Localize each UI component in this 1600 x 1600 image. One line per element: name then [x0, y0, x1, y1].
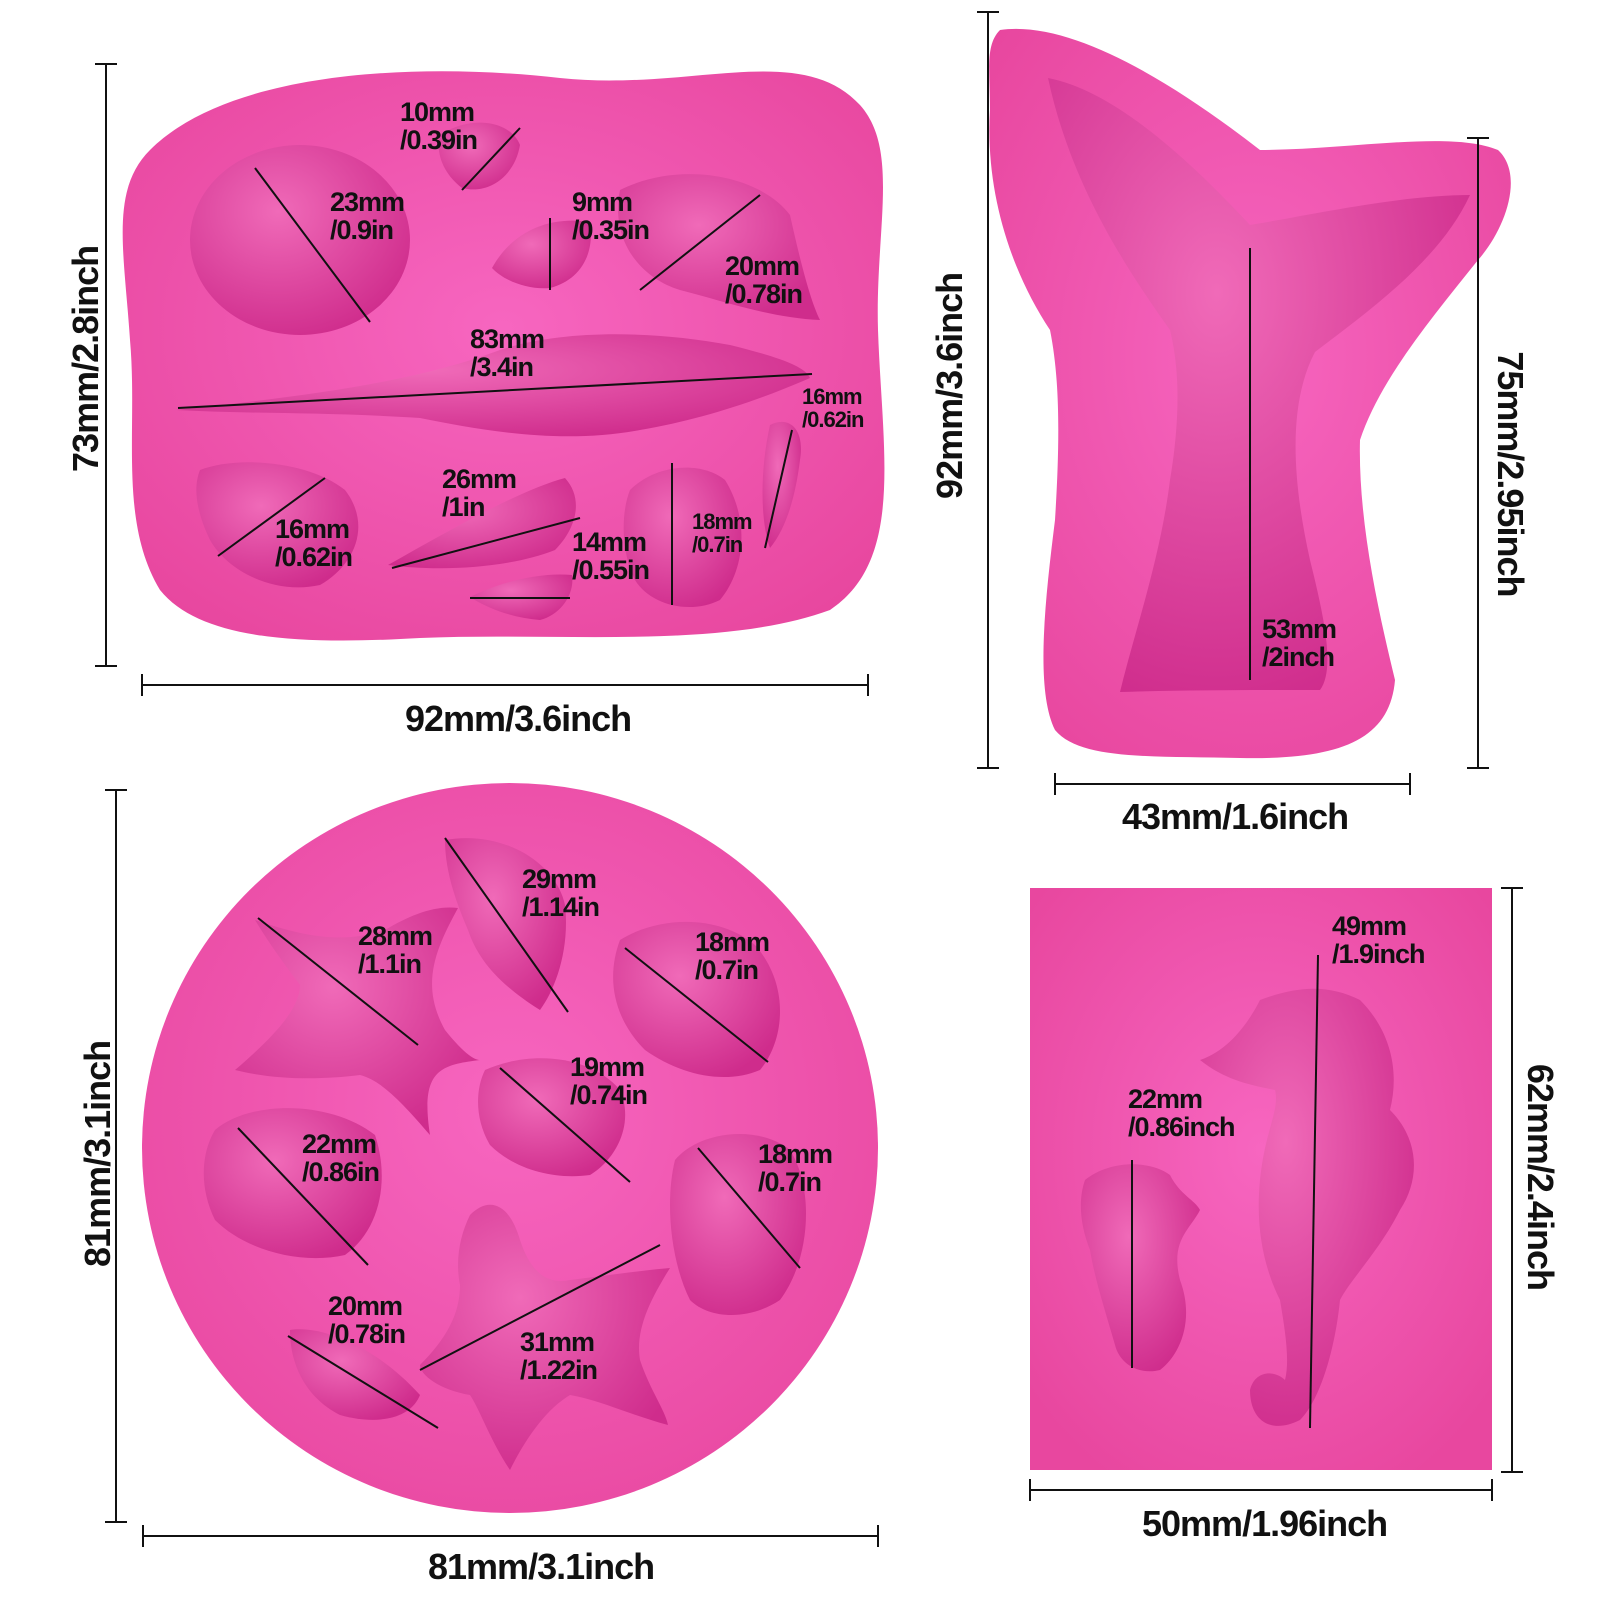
long-auger-shell-cavity — [176, 334, 810, 437]
round-mold-measure-lines — [105, 789, 879, 1547]
small-conch-cavity — [438, 122, 520, 190]
round-snail-cavity — [623, 467, 742, 608]
seahorse-mold-measure-lines — [1029, 887, 1523, 1501]
cavity-label-nautilus: 18mm/0.7in — [758, 1139, 833, 1198]
cavity-label-small-cone: 9mm/0.35in — [572, 187, 650, 246]
cavity-label-scallop: 23mm/0.9in — [330, 187, 405, 246]
cavity-label-mermaid-tail: 53mm/2inch — [1262, 614, 1337, 673]
cavity-label-scallop-center: 19mm/0.74in — [570, 1052, 648, 1111]
cavity-label-narrow-cone: 14mm/0.55in — [572, 527, 650, 586]
tail-mold-measure-lines — [977, 11, 1489, 795]
cavity-label-round-snail: 18mm/0.7in — [692, 509, 753, 558]
shell-mold-measure-lines — [177, 127, 813, 605]
tail-mold-width-label: 43mm/1.6inch — [1122, 796, 1349, 837]
mermaid-tail-cavity — [1048, 78, 1470, 692]
cavity-label-fan-shell: 29mm/1.14in — [522, 864, 600, 923]
cavity-label-conch: 10mm/0.39in — [400, 97, 478, 156]
cavity-label-clam: 22mm/0.86in — [302, 1129, 380, 1188]
round-mold-width-label: 81mm/3.1inch — [428, 1546, 655, 1587]
cavity-label-starfish-bottom: 31mm/1.22in — [520, 1327, 598, 1386]
seahorse-mold-width-label: 50mm/1.96inch — [1142, 1503, 1388, 1544]
clam-cavity-left — [203, 1108, 382, 1259]
spiral-shell-cavity — [618, 174, 820, 320]
seahorse-mold — [1029, 887, 1523, 1501]
shell-mold — [95, 63, 885, 696]
seahorse-mold-height-label: 62mm/2.4inch — [1519, 1063, 1561, 1290]
tail-mold-inner-height-label: 75mm/2.95inch — [1489, 351, 1531, 597]
shell-mold-width-label: 92mm/3.6inch — [405, 698, 632, 739]
tail-mold — [977, 11, 1511, 795]
turret-shell-cavity — [388, 478, 576, 569]
cavity-label-slim: 16mm/0.62in — [802, 384, 864, 433]
large-seahorse-cavity — [1200, 988, 1414, 1426]
cavity-label-spiral: 20mm/0.78in — [725, 251, 803, 310]
tail-mold-height-label: 92mm/3.6inch — [929, 272, 971, 499]
cavity-label-large-seahorse: 49mm/1.9inch — [1332, 911, 1426, 970]
starfish-cavity-bottom — [420, 1204, 670, 1470]
tulip-shell-cavity — [196, 462, 359, 588]
cavity-label-small-seahorse: 22mm/0.86inch — [1128, 1084, 1236, 1143]
cavity-label-tulip: 16mm/0.62in — [275, 514, 353, 573]
scallop-shell-cavity — [190, 145, 410, 335]
shell-mold-dimension-lines — [95, 63, 869, 696]
round-mold — [105, 783, 879, 1547]
cavity-label-starfish-top: 28mm/1.1in — [358, 921, 433, 980]
round-mold-height-label: 81mm/3.1inch — [77, 1040, 119, 1267]
starfish-cavity-top — [235, 907, 480, 1135]
cavity-label-ammonite: 18mm/0.7in — [695, 927, 770, 986]
shell-mold-height-label: 73mm/2.8inch — [65, 245, 107, 472]
cavity-label-auger: 83mm/3.4in — [470, 324, 545, 383]
nautilus-cavity-right — [670, 1133, 807, 1315]
small-cone-cavity — [492, 220, 591, 289]
small-seahorse-cavity — [1080, 1164, 1200, 1372]
cavity-label-turret: 26mm/1in — [442, 464, 517, 523]
cavity-label-cone-bottom: 20mm/0.78in — [328, 1291, 406, 1350]
